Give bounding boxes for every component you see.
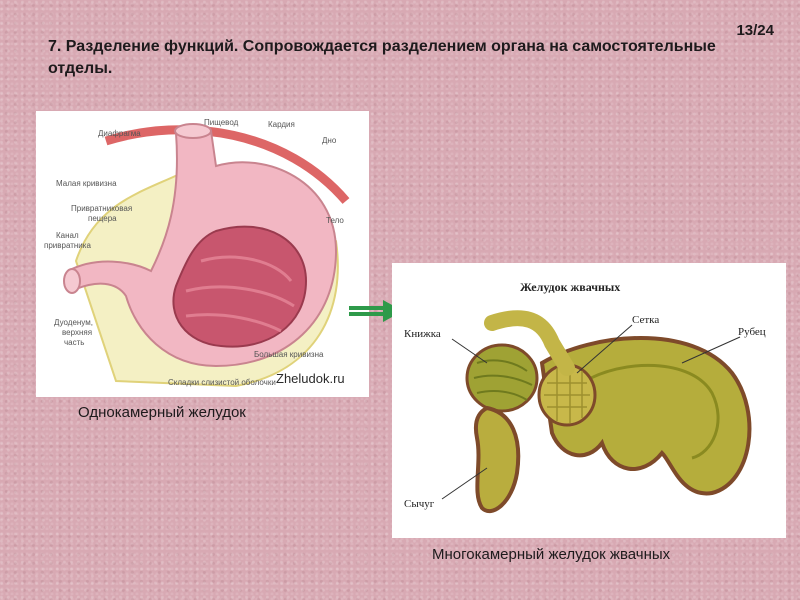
ruminant-stomach-figure: Желудок жвачных Книжка Сетка Рубец Сычуг [392, 263, 786, 538]
esophagus-tube [174, 123, 212, 139]
label-reticulum: Сетка [632, 314, 659, 326]
duodenum-opening [63, 268, 81, 294]
caption-ruminant-stomach: Многокамерный желудок жвачных [432, 546, 671, 563]
diaphragm-band [104, 125, 350, 204]
ruminant-heading: Желудок жвачных [520, 280, 620, 294]
label-abomasum: Сычуг [404, 498, 435, 510]
reticulum-honeycomb [544, 366, 590, 423]
label-pyloric-canal-2: привратника [44, 241, 91, 250]
leader-abomasum [441, 467, 488, 500]
caption-simple-stomach: Однокамерный желудок [78, 404, 246, 421]
label-body: Тело [326, 216, 344, 225]
label-duodenum-1: Дуоденум, [54, 318, 93, 327]
watermark: Zheludok.ru [276, 371, 345, 386]
rumen-fold [581, 363, 720, 460]
mucosal-fold-lines [185, 255, 295, 333]
simple-stomach-figure: Диафрагма Пищевод Кардия Дно Малая криви… [36, 111, 369, 397]
leader-omasum [451, 338, 488, 364]
label-esophagus: Пищевод [204, 118, 239, 127]
label-lesser-curvature: Малая кривизна [56, 179, 117, 188]
label-cardia: Кардия [268, 120, 295, 129]
label-antrum-2: пещера [88, 214, 117, 223]
label-rumen: Рубец [738, 326, 766, 338]
abomasum-chamber [473, 405, 521, 514]
label-duodenum-3: часть [64, 338, 84, 347]
leader-reticulum [576, 324, 633, 374]
slide-counter: 13/24 [736, 22, 774, 39]
label-diaphragm: Диафрагма [98, 129, 141, 138]
omasum-leaves [473, 359, 533, 401]
label-pyloric-canal-1: Канал [56, 231, 79, 240]
label-greater-curvature: Большая кривизна [254, 350, 324, 359]
label-fundus: Дно [322, 136, 337, 145]
label-mucosal-folds: Складки слизистой оболочки [168, 378, 276, 387]
label-duodenum-2: верхняя [62, 328, 92, 337]
slide-title: 7. Разделение функций. Сопровождается ра… [48, 38, 716, 77]
leader-rumen [681, 336, 741, 364]
label-omasum: Книжка [404, 328, 441, 340]
simple-stomach-illustration: Диафрагма Пищевод Кардия Дно Малая криви… [44, 118, 350, 388]
esophagus-segment [484, 310, 575, 376]
label-antrum-1: Привратниковая [71, 204, 132, 213]
ruminant-stomach-illustration: Желудок жвачных Книжка Сетка Рубец Сычуг [404, 280, 766, 514]
